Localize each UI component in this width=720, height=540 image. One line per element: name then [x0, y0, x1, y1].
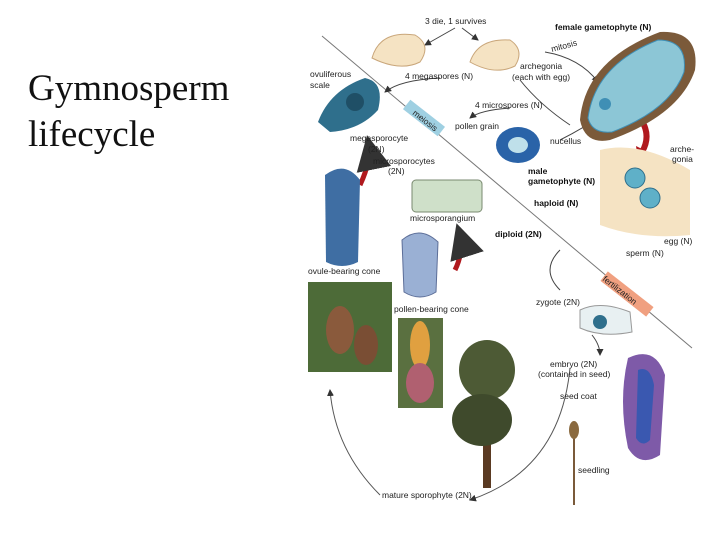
embryo — [636, 369, 654, 444]
megaspore-surviving — [469, 39, 520, 71]
cycle-arrow-sporophyte-to-cones — [327, 389, 381, 496]
label-female-gametophyte: female gametophyte (N) — [555, 22, 652, 32]
label-male-1: male — [528, 166, 548, 176]
label-ovule-cone: ovule-bearing cone — [308, 266, 381, 276]
tree-crown-top — [459, 340, 515, 400]
label-microsporangium: microsporangium — [410, 213, 475, 223]
tree-trunk — [483, 410, 491, 488]
label-megaspores: 4 megaspores (N) — [405, 71, 473, 81]
arrow-archegonia — [519, 79, 571, 126]
label-microspores: 4 microspores (N) — [475, 100, 543, 110]
fertilization-banner — [600, 271, 654, 317]
megasporocyte-cell — [346, 93, 364, 111]
label-embryo-2: (contained in seed) — [538, 369, 610, 379]
label-archegonia-r1: arche- — [670, 144, 694, 154]
title-line-1: Gymnosperm — [28, 68, 230, 109]
label-egg: egg (N) — [664, 236, 693, 246]
label-megasporocyte-2: (2N) — [368, 144, 385, 154]
label-archegonia-2: (each with egg) — [512, 72, 570, 82]
label-mature-sporophyte: mature sporophyte (2N) — [382, 490, 472, 500]
label-seedling: seedling — [578, 465, 610, 475]
arrow-zygote — [549, 249, 561, 291]
label-microsporocytes-2: (2N) — [388, 166, 405, 176]
archegonium-egg — [599, 98, 611, 110]
arrow-3-die — [424, 27, 456, 46]
label-sperm: sperm (N) — [626, 248, 664, 258]
zygote-cell — [593, 315, 607, 329]
pollen-grain-center — [508, 137, 528, 153]
label-haploid: haploid (N) — [534, 198, 579, 208]
megaspore-dying — [371, 33, 426, 67]
cycle-arrow-embryo-to-sporophyte — [469, 367, 571, 502]
arrow-megaspores — [384, 77, 441, 93]
pollen-cone-section — [401, 232, 439, 298]
label-ovuliferous-1: ovuliferous — [310, 69, 351, 79]
slide-title: Gymnosperm lifecycle — [28, 66, 288, 158]
seedling-seed — [569, 421, 579, 439]
label-3-die: 3 die, 1 survives — [425, 16, 486, 26]
egg-cell-2 — [639, 187, 661, 209]
label-pollen-cone: pollen-bearing cone — [394, 304, 469, 314]
label-zygote: zygote (2N) — [536, 297, 580, 307]
label-megasporocyte-1: megasporocyte — [350, 133, 408, 143]
label-archegonia-r2: gonia — [672, 154, 693, 164]
ovule-cone-section — [325, 168, 360, 266]
ovule-cone-2 — [354, 325, 378, 365]
label-ovuliferous-2: scale — [310, 80, 330, 90]
title-line-2: lifecycle — [28, 114, 156, 155]
label-embryo-1: embryo (2N) — [550, 359, 597, 369]
label-seed-coat: seed coat — [560, 391, 597, 401]
female-gametophyte — [587, 39, 685, 133]
red-arrow-ovule-cone — [356, 135, 392, 187]
label-male-2: gametophyte (N) — [528, 176, 595, 186]
label-diploid: diploid (2N) — [495, 229, 542, 239]
arrow-zygote-embryo — [591, 334, 604, 356]
pollen-cone-top — [410, 321, 430, 369]
label-archegonia-1: archegonia — [520, 61, 562, 71]
red-arrow-pollen-cone — [450, 223, 484, 272]
label-microsporocytes-1: microsporocytes — [373, 156, 435, 166]
egg-cell-1 — [624, 167, 646, 189]
ovule-cone-1 — [326, 306, 354, 354]
meiosis-banner — [402, 99, 446, 137]
label-nucellus: nucellus — [550, 136, 581, 146]
tree-crown-bottom — [452, 394, 512, 446]
microsporangium — [411, 179, 483, 213]
pollen-cone-bottom — [406, 363, 434, 403]
arrow-microspores — [469, 107, 511, 119]
arrow-1-survives — [461, 27, 479, 41]
label-pollen-grain: pollen grain — [455, 121, 499, 131]
